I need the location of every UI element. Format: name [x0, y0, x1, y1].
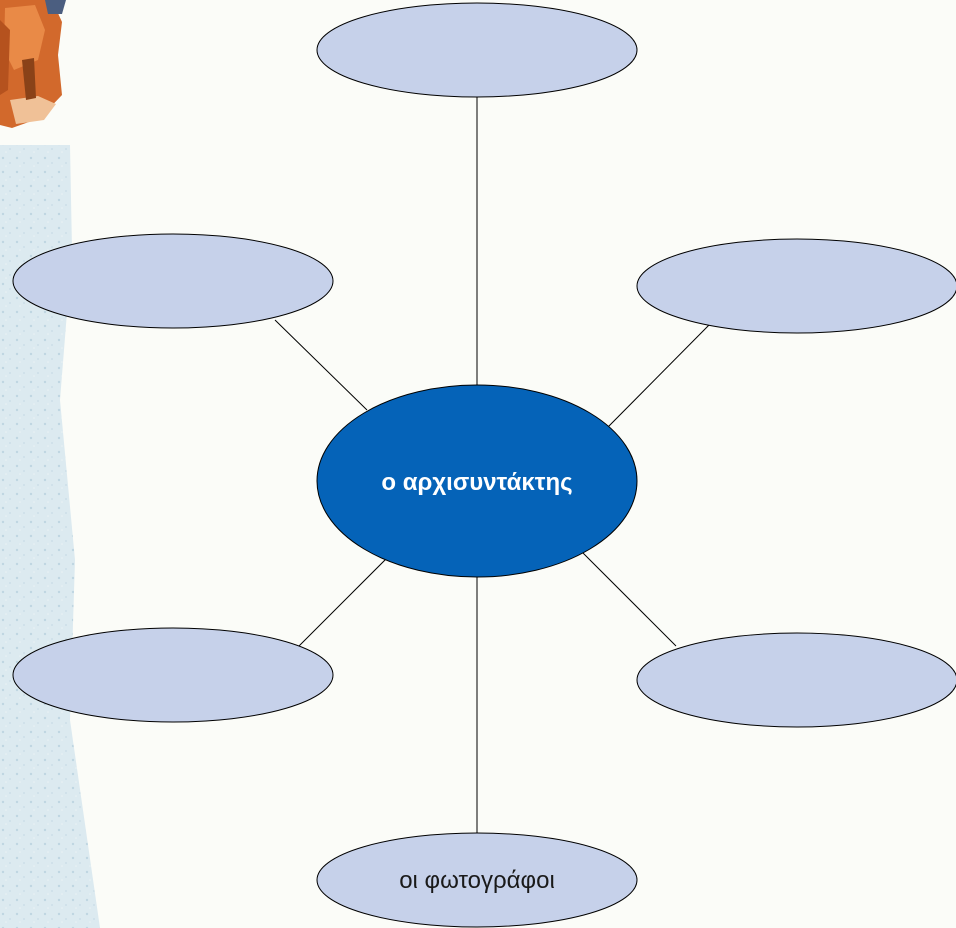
node-lower-right-ellipse [636, 632, 956, 728]
outer-nodes: οι φωτογράφοι [12, 2, 956, 928]
left-texture-strip [0, 145, 100, 928]
center-node: ο αρχισυντάκτης [316, 384, 638, 578]
node-top-ellipse [316, 2, 638, 98]
node-top [316, 2, 638, 98]
center-node-label: ο αρχισυντάκτης [381, 469, 572, 496]
node-lower-right [636, 632, 956, 728]
node-lower-left [12, 627, 334, 723]
node-upper-left-ellipse [12, 233, 334, 329]
node-upper-left [12, 233, 334, 329]
center-node-ellipse [316, 384, 638, 578]
connector-lines [274, 97, 713, 833]
node-bottom-ellipse [316, 832, 638, 928]
connector-upper-left [274, 319, 368, 411]
cartoon-character-illustration [0, 0, 66, 128]
node-lower-left-ellipse [12, 627, 334, 723]
node-bottom-label: οι φωτογράφοι [399, 867, 555, 894]
node-bottom: οι φωτογράφοι [316, 832, 638, 928]
node-upper-right [636, 238, 956, 334]
connector-upper-right [607, 321, 713, 428]
node-upper-right-ellipse [636, 238, 956, 334]
connector-lower-right [577, 547, 677, 647]
connector-lower-left [294, 558, 387, 651]
